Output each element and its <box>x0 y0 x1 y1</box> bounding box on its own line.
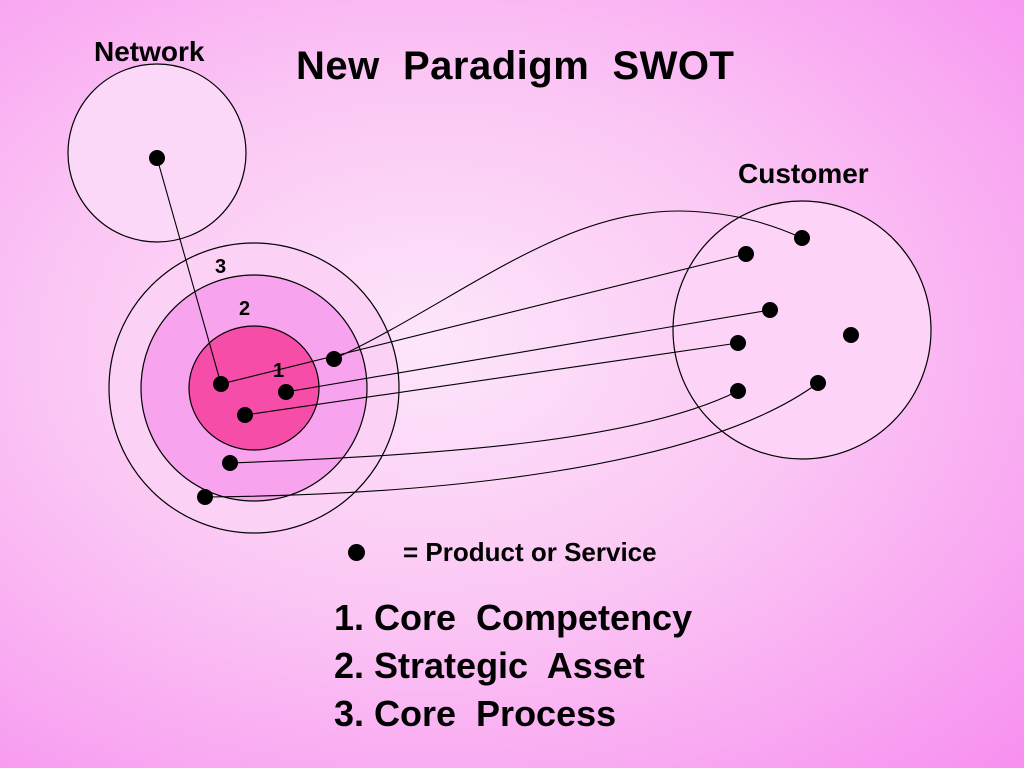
key-item-strategic-asset: 2. Strategic Asset <box>334 645 645 686</box>
product-dot-core-c <box>237 407 253 423</box>
page-title: New Paradigm SWOT <box>296 44 735 88</box>
product-dot-customer-6 <box>730 383 746 399</box>
connector-core-to-customer-2 <box>285 309 771 393</box>
product-dot-customer-3 <box>762 302 778 318</box>
connector-network-to-core <box>156 157 222 385</box>
product-dot-network <box>149 150 165 166</box>
key-item-core-competency: 1. Core Competency <box>334 597 693 638</box>
ring-1-core-competency <box>188 325 320 451</box>
connector-core-to-customer-3 <box>244 342 739 416</box>
ring-3-label: 3 <box>215 256 227 278</box>
product-dot-core-b <box>278 384 294 400</box>
ring-2-label: 2 <box>239 298 251 320</box>
product-dot-customer-1 <box>794 230 810 246</box>
product-dot-customer-5 <box>843 327 859 343</box>
product-dot-customer-7 <box>810 375 826 391</box>
product-dot-customer-2 <box>738 246 754 262</box>
ring-1-label: 1 <box>273 360 285 382</box>
connector-core-to-customer-1 <box>220 253 747 385</box>
connector-ring3-to-customer-5 <box>204 382 819 498</box>
product-dot-ring2 <box>326 351 342 367</box>
key-list: 1. Core Competency 2. Strategic Asset 3.… <box>334 594 692 738</box>
product-dot-core-a <box>213 376 229 392</box>
connector-ring2-to-customer-top <box>333 210 803 360</box>
product-dot-customer-4 <box>730 335 746 351</box>
key-item-core-process: 3. Core Process <box>334 693 617 734</box>
network-label: Network <box>94 36 205 67</box>
product-dot-ring3-b <box>197 489 213 505</box>
legend-text: = Product or Service <box>403 536 657 567</box>
connector-ring3-to-customer-4 <box>229 390 739 464</box>
customer-label: Customer <box>738 158 869 189</box>
legend: = Product or Service <box>348 536 657 568</box>
product-dot-ring3-a <box>222 455 238 471</box>
legend-dot-icon <box>348 543 365 561</box>
